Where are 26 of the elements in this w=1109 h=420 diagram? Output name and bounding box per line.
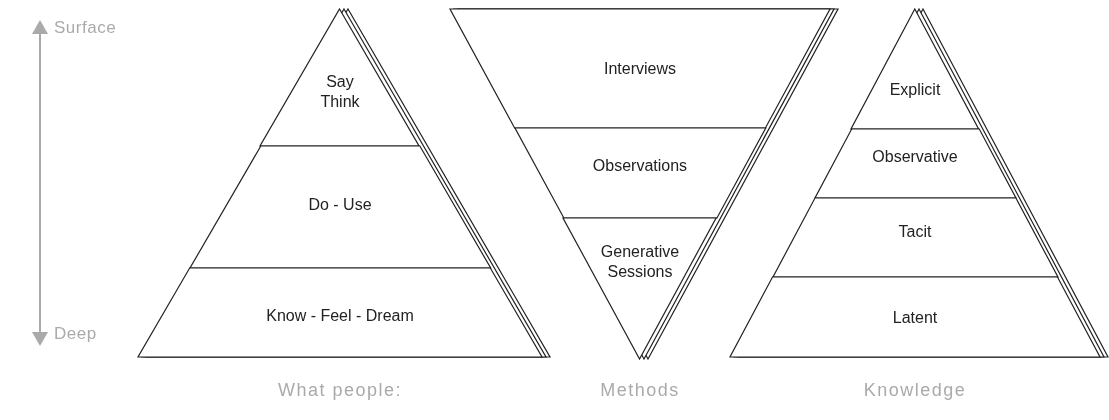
pyramid-layer — [189, 146, 491, 268]
column-caption: Knowledge — [863, 380, 967, 401]
layer-label: Do - Use — [308, 195, 372, 215]
layer-label: Tacit — [898, 222, 932, 242]
layer-label: Know - Feel - Dream — [266, 306, 414, 326]
layer-label: Latent — [892, 308, 938, 328]
layer-label: Interviews — [604, 59, 676, 79]
layer-label: Say — [326, 72, 354, 92]
pyramid-layer — [138, 268, 542, 357]
column-caption: What people: — [277, 380, 403, 401]
layer-label: Think — [320, 92, 360, 112]
pyramid-layer — [814, 129, 1016, 198]
pyramid-layer — [851, 9, 979, 129]
layer-label: Observations — [592, 156, 688, 176]
funnel-layer — [450, 9, 830, 128]
scale-label: Surface — [54, 18, 117, 38]
pyramid-layer — [260, 9, 420, 146]
layer-label: Observative — [872, 147, 958, 167]
layer-label: Explicit — [889, 80, 941, 100]
funnel-layer — [514, 128, 766, 218]
column-caption: Methods — [600, 380, 680, 401]
layer-label: Generative Sessions — [599, 242, 681, 282]
funnel-layer — [563, 218, 717, 359]
scale-label: Deep — [54, 324, 97, 344]
pyramid-layer — [772, 198, 1058, 277]
pyramid-layer — [730, 277, 1100, 357]
